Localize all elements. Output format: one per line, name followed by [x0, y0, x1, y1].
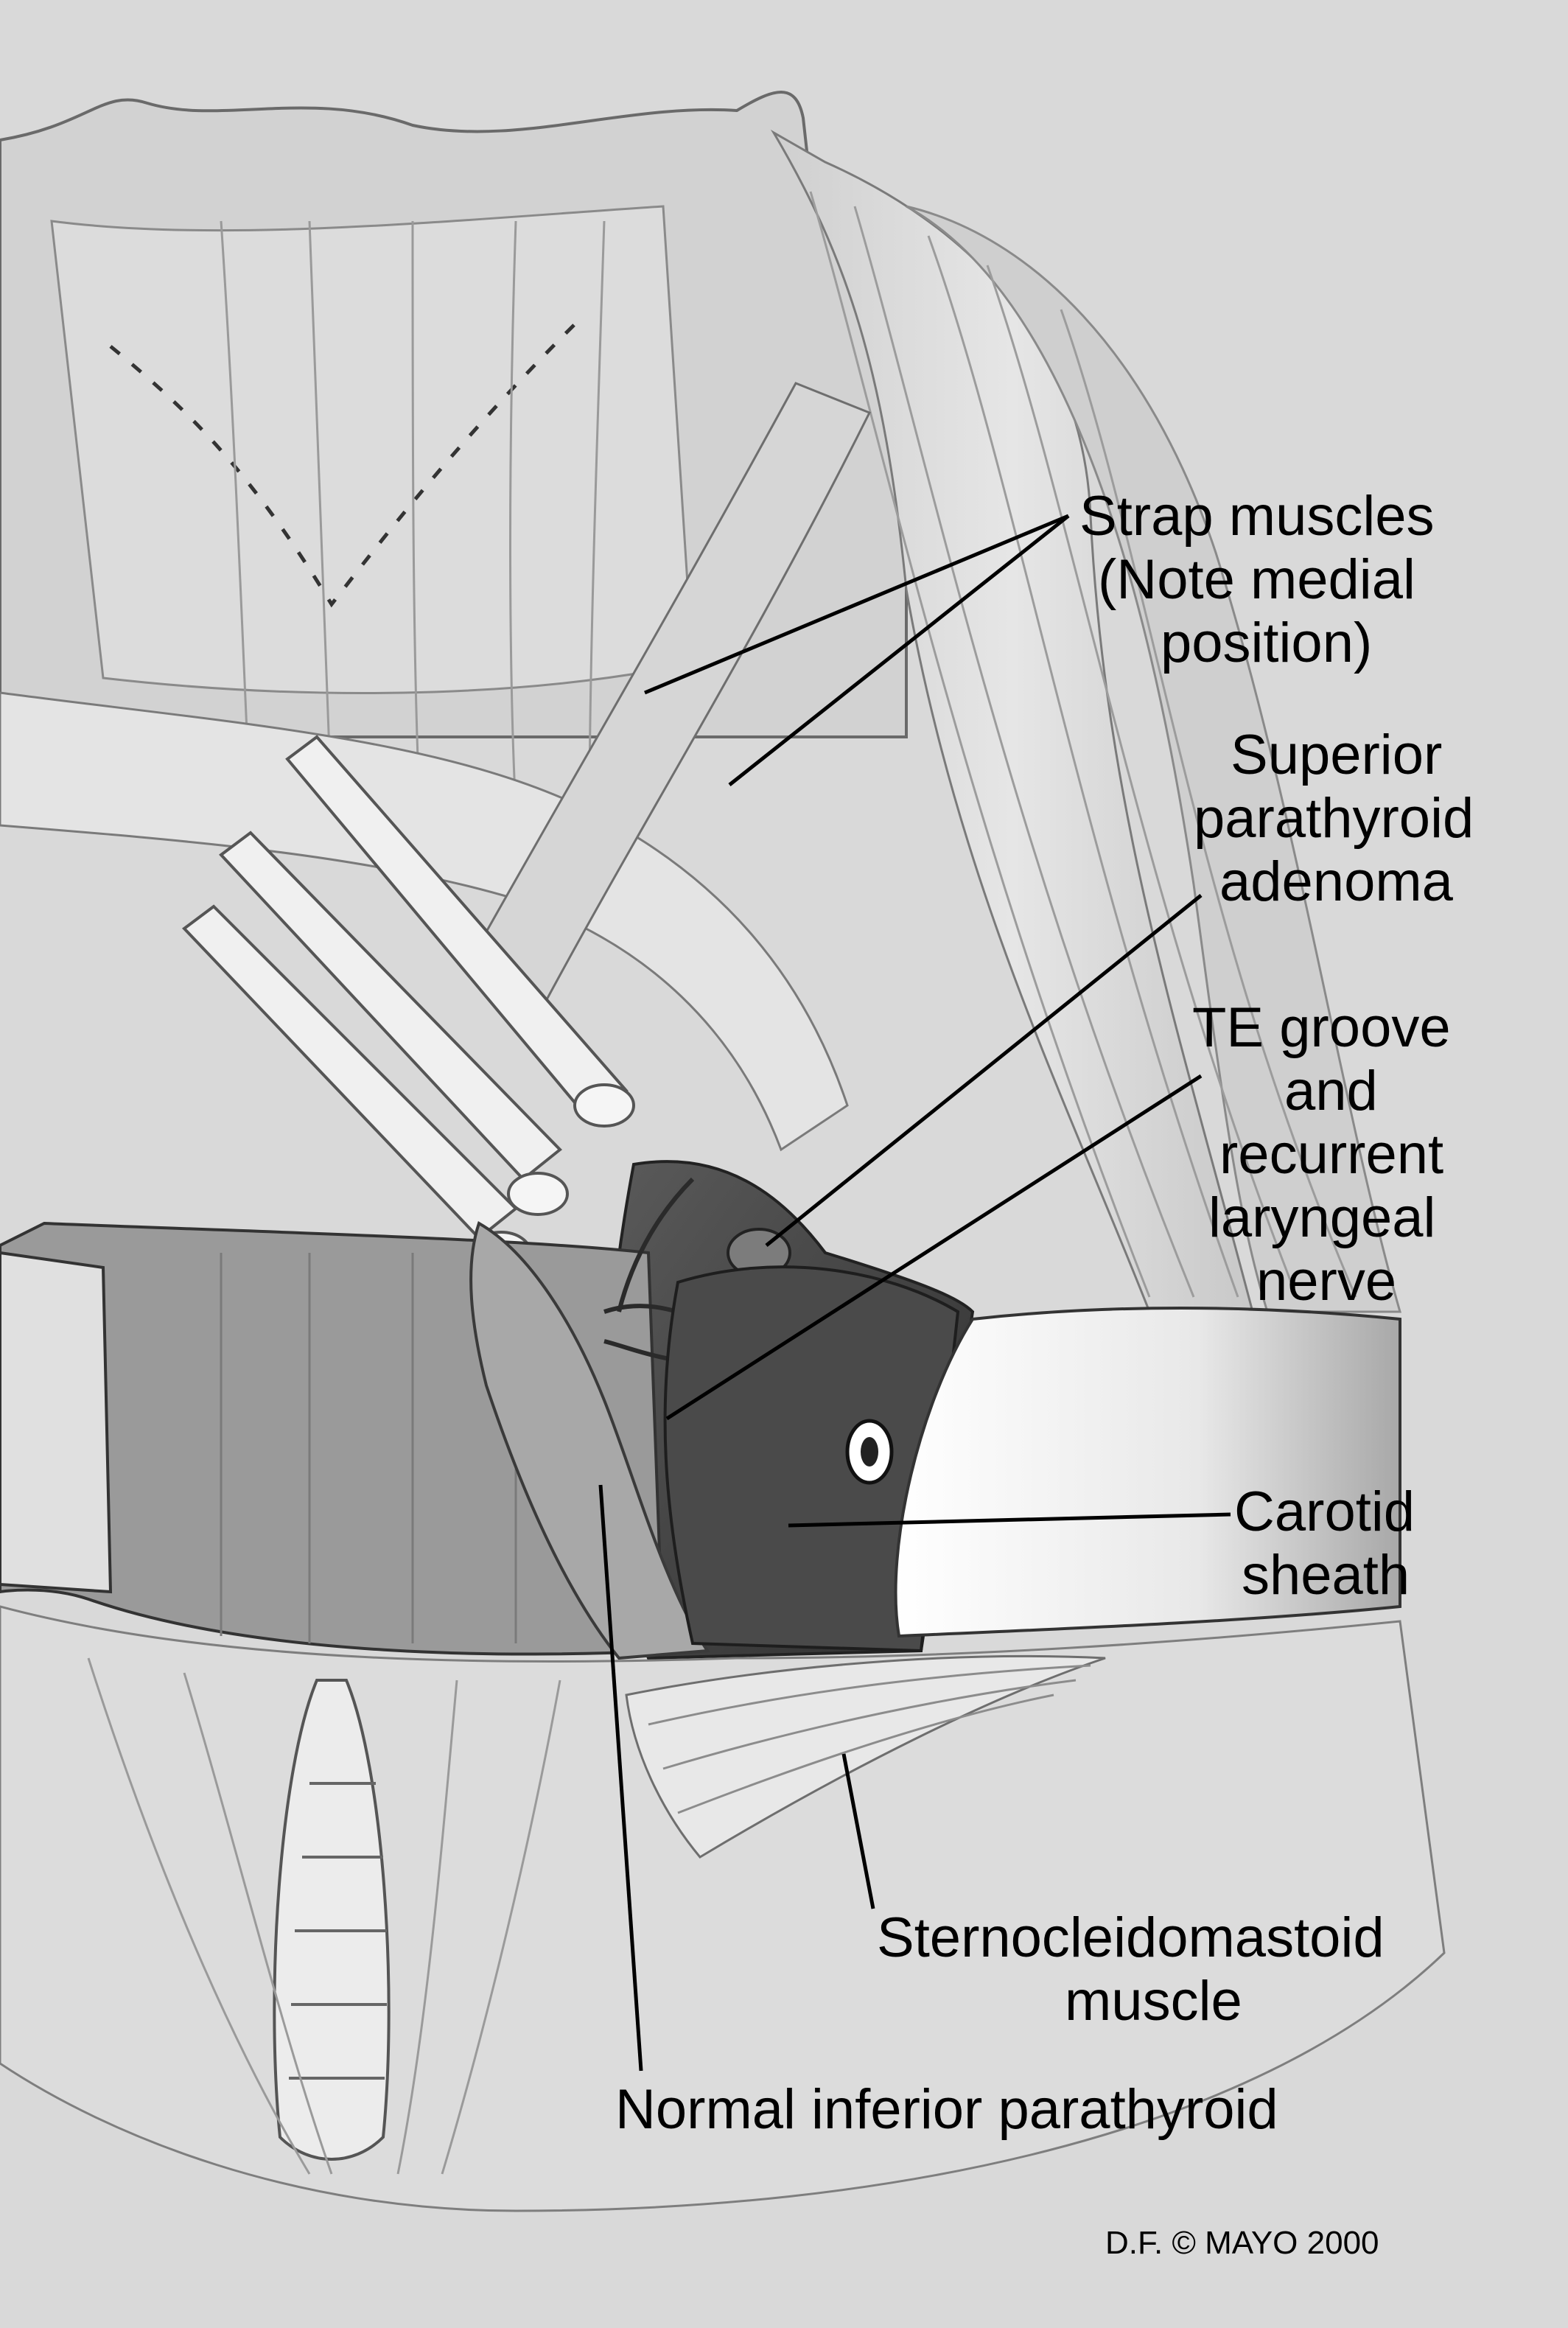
dashed-outline [109, 323, 576, 608]
leader-te-groove [665, 1074, 1203, 1421]
label-superior-adenoma-line3: adenoma [1219, 850, 1454, 913]
lower-fibers [87, 1657, 561, 2175]
sternothyroid-muscle [0, 691, 849, 1152]
left-retractor-face [0, 1251, 113, 1594]
leader-inferior-parathyroid [598, 1484, 643, 2072]
label-te-groove-line4: laryngeal [1208, 1186, 1435, 1249]
label-strap-muscles-line1: Strap muscles [1079, 485, 1435, 548]
sternocleidomastoid-shape [625, 1654, 1106, 1859]
label-scm-line1: Sternocleidomastoid [877, 1906, 1385, 1969]
leader-superior-adenoma [765, 894, 1203, 1247]
leader-scm [841, 1753, 875, 1909]
label-scm: Sternocleidomastoid muscle [877, 1906, 1400, 2032]
leader-strap-muscles-2 [728, 514, 1070, 786]
label-scm-line2: muscle [1065, 1970, 1242, 2032]
strap-fibers [809, 191, 1357, 1298]
label-te-groove: TE groove and recurrent laryngeal nerve [1192, 996, 1466, 1312]
label-strap-muscles: Strap muscles (Note medial position) [1079, 485, 1450, 674]
strap-muscles-right [906, 205, 1401, 1313]
oblique-strap-band [469, 382, 872, 1004]
label-strap-muscles-line2: (Note medial [1098, 548, 1415, 611]
label-te-groove-line5: nerve [1256, 1250, 1396, 1312]
leader-carotid-sheath [788, 1512, 1231, 1528]
label-te-groove-line1: TE groove [1192, 996, 1451, 1059]
trachea-rings [289, 1782, 387, 2080]
label-carotid-sheath-line1: Carotid [1234, 1481, 1415, 1543]
label-inferior-parathyroid-line1: Normal inferior parathyroid [615, 2078, 1278, 2141]
label-te-groove-line2: and [1284, 1060, 1378, 1122]
label-superior-adenoma: Superior parathyroid adenoma [1194, 724, 1489, 913]
label-inferior-parathyroid: Normal inferior parathyroid [615, 2078, 1278, 2141]
credit-text: D.F. © MAYO 2000 [1105, 2225, 1379, 2261]
label-carotid-sheath: Carotid sheath [1234, 1481, 1430, 1607]
label-superior-adenoma-line1: Superior [1231, 724, 1442, 786]
carotid-clip [845, 1419, 894, 1485]
scm-fibers [648, 1664, 1091, 1814]
thyroid-lobe [469, 1221, 710, 1660]
right-retractor [894, 1307, 1401, 1638]
label-carotid-sheath-line2: sheath [1242, 1544, 1410, 1607]
carotid-sheath-shape [663, 1265, 960, 1653]
leader-lines [598, 514, 1231, 2072]
leader-strap-muscles-1 [644, 514, 1069, 695]
trachea [273, 1679, 391, 2161]
label-te-groove-line3: recurrent [1219, 1123, 1443, 1186]
label-strap-muscles-line3: position) [1161, 612, 1372, 674]
label-superior-adenoma-line2: parathyroid [1194, 787, 1474, 850]
